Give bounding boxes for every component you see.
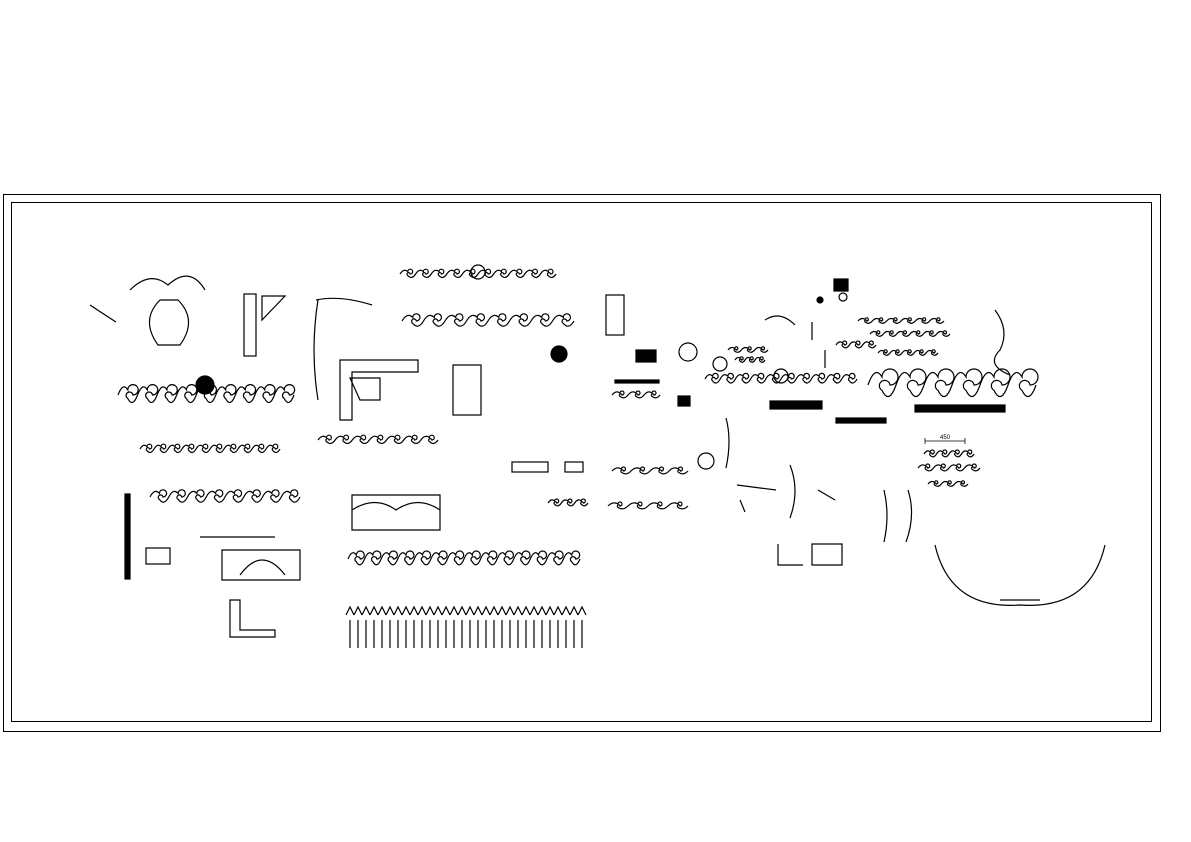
cabriole-leg	[789, 464, 913, 543]
fret-band	[564, 461, 584, 473]
cartouche-scroll-panel	[117, 384, 296, 404]
shell-ornament-molding	[200, 536, 301, 581]
tassel-fringe	[345, 605, 587, 648]
corner-bracket	[261, 295, 287, 322]
carved-leg-detail	[736, 484, 836, 513]
small-fret-panel	[635, 349, 657, 363]
carved-panel	[452, 364, 482, 416]
carved-strip	[769, 400, 823, 410]
dimension-annotation: 450	[924, 435, 966, 444]
fretwork-panel	[243, 293, 257, 357]
small-scroll	[734, 356, 766, 363]
scroll-band-with-rosette	[704, 372, 858, 384]
corner-molding-profile	[229, 599, 276, 638]
acanthus-panel	[351, 494, 441, 531]
small-medallion	[838, 292, 848, 302]
rosette-ornament	[470, 264, 486, 280]
scroll-frieze	[399, 268, 557, 279]
carved-rosette	[712, 356, 728, 372]
small-ornament	[145, 547, 171, 565]
thin-frieze	[857, 317, 945, 324]
dimension-label: 450	[940, 435, 951, 441]
center-rosette	[773, 368, 789, 384]
urn-with-foliage	[89, 275, 206, 346]
fretwork-corner-bracket	[339, 359, 419, 421]
rosette-disk	[550, 345, 568, 363]
small-ornament	[547, 498, 589, 507]
fret-band	[511, 461, 549, 473]
applique-ornament	[923, 449, 975, 458]
baluster-spindle	[725, 417, 730, 469]
floral-spray	[993, 309, 1011, 376]
corner-scroll-ornament	[313, 297, 373, 401]
small-ornament	[611, 390, 661, 399]
ribbon-garland-corner	[934, 544, 1106, 606]
small-scroll	[835, 340, 877, 349]
leaf-motif	[611, 466, 689, 475]
square-motif	[833, 278, 849, 292]
rosette-band	[139, 443, 281, 454]
carved-rosette	[678, 342, 698, 362]
ornament-collection	[89, 264, 1106, 648]
inner-frame	[11, 202, 1152, 722]
pendant-ornaments	[764, 315, 826, 368]
scroll-vine-frieze	[347, 550, 581, 566]
vertical-carved-panel	[605, 294, 625, 336]
garland-swag	[149, 489, 301, 503]
small-scroll	[727, 346, 769, 353]
applique-ornament	[917, 463, 981, 472]
leg-foot-details	[777, 543, 843, 566]
floral-band	[607, 501, 689, 510]
thin-strip	[614, 379, 660, 384]
carved-rosette	[697, 452, 715, 470]
cartouche-medallion	[195, 375, 215, 395]
carved-strip	[914, 404, 1006, 413]
thin-frieze	[877, 349, 939, 356]
leaf-scroll-frieze	[317, 434, 439, 445]
small-medallion	[816, 296, 824, 304]
carved-strip	[835, 417, 887, 424]
crested-cartouche	[867, 368, 1039, 398]
small-block	[677, 395, 691, 407]
vertical-bead-strip	[124, 493, 131, 580]
outer-frame	[3, 194, 1161, 732]
thin-frieze	[869, 330, 951, 337]
applique-ornament	[927, 480, 969, 487]
acanthus-scroll-frieze	[401, 313, 575, 327]
